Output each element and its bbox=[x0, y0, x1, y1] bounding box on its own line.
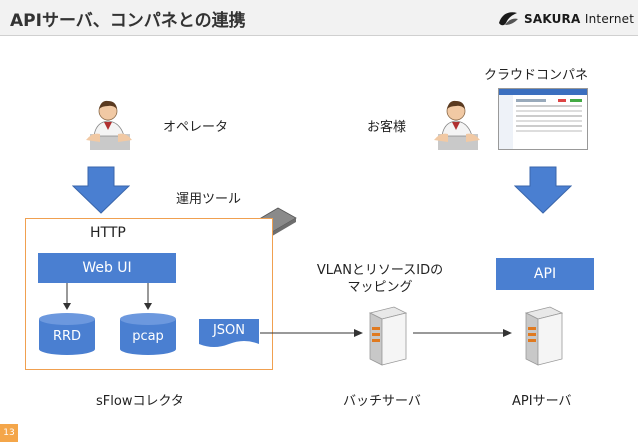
batch-to-api-arrow bbox=[413, 329, 512, 337]
logo-brand: SAKURA bbox=[524, 12, 581, 26]
vlan-mapping-line2: マッピング bbox=[347, 280, 413, 295]
web-ui-box: Web UI bbox=[38, 253, 176, 283]
http-label: HTTP bbox=[90, 225, 126, 241]
slide-header bbox=[0, 0, 638, 36]
api-label: API bbox=[533, 266, 557, 282]
rrd-database: RRD bbox=[38, 312, 96, 356]
pcap-label: pcap bbox=[132, 329, 164, 344]
database-cylinder-icon bbox=[120, 313, 176, 355]
operator-label: オペレータ bbox=[163, 120, 229, 135]
ops-tool-label: 運用ツール bbox=[176, 192, 242, 207]
customer-label: お客様 bbox=[367, 120, 407, 135]
api-server-label: APIサーバ bbox=[512, 394, 572, 409]
pcap-database: pcap bbox=[119, 312, 177, 356]
logo-suffix: Internet bbox=[584, 12, 635, 26]
vlan-mapping-line1: VLANとリソースIDの bbox=[316, 263, 444, 278]
json-label: JSON bbox=[212, 323, 246, 338]
json-document: JSON bbox=[198, 318, 260, 350]
web-ui-to-pcap-arrow bbox=[144, 283, 152, 310]
web-ui-to-rrd-arrow bbox=[63, 283, 71, 310]
slide-title: APIサーバ、コンパネとの連携 bbox=[10, 11, 246, 31]
api-box: API bbox=[496, 258, 594, 290]
sflow-collector-label: sFlowコレクタ bbox=[96, 394, 184, 409]
json-to-batch-arrow bbox=[260, 329, 363, 337]
rrd-label: RRD bbox=[52, 329, 82, 344]
api-server-icon bbox=[524, 306, 564, 366]
vlan-mapping-label: VLANとリソースIDの マッピング bbox=[310, 262, 450, 296]
operator-down-arrow bbox=[72, 166, 130, 214]
operator-person-icon bbox=[86, 100, 132, 150]
batch-server-label: バッチサーバ bbox=[343, 394, 421, 409]
control-panel-label: クラウドコンパネ bbox=[484, 68, 589, 83]
sakura-blossom-icon bbox=[499, 12, 518, 26]
web-ui-label: Web UI bbox=[82, 260, 132, 276]
batch-server-icon bbox=[368, 306, 408, 366]
control-panel-screenshot-icon bbox=[498, 88, 588, 150]
database-cylinder-icon bbox=[39, 313, 95, 355]
page-number-badge: 13 bbox=[0, 424, 18, 442]
customer-person-icon bbox=[434, 100, 480, 150]
document-shape-icon bbox=[199, 319, 259, 347]
sakura-internet-logo: SAKURA Internet bbox=[496, 9, 634, 29]
customer-down-arrow bbox=[514, 166, 572, 214]
